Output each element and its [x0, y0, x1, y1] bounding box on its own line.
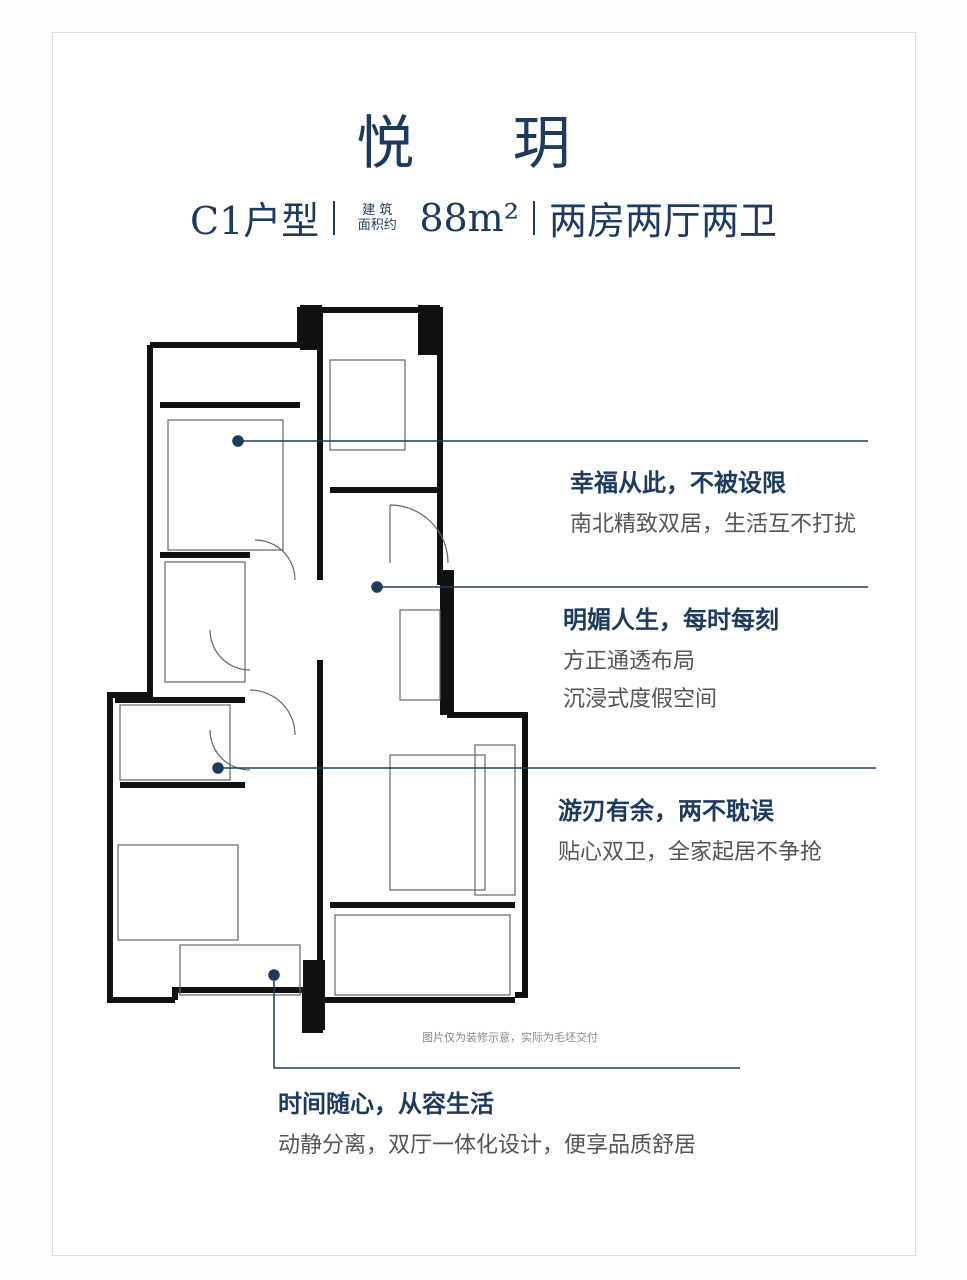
feature-3: 游刃有余，两不耽误 贴心双卫，全家起居不争抢	[558, 791, 822, 872]
feature-line: 沉浸式度假空间	[563, 687, 718, 712]
unit-summary: C1户型 建 筑面积约 88m² 两房两厅两卫	[0, 190, 967, 245]
feature-heading: 明媚人生，每时每刻	[563, 606, 779, 634]
furniture	[117, 359, 516, 996]
area-label-bottom: 面积约	[357, 217, 397, 233]
feature-line: 方正通透布局	[563, 649, 696, 674]
disclaimer: 图片仅为装修示意，实际为毛坯交付	[422, 1031, 598, 1044]
feature-line: 南北精致双居，生活互不打扰	[570, 512, 857, 537]
callout-line-4	[273, 975, 740, 1069]
feature-line: 贴心双卫，全家起居不争抢	[558, 840, 823, 865]
callout-dot-4	[268, 969, 280, 981]
callout-dot-3	[212, 762, 224, 774]
feature-heading: 游刃有余，两不耽误	[558, 797, 774, 825]
feature-4: 时间随心，从容生活 动静分离，双厅一体化设计，便享品质舒居	[278, 1084, 696, 1165]
room-layout: 两房两厅两卫	[548, 199, 777, 243]
area-label-top: 建 筑	[362, 202, 393, 218]
callout-dot-2	[371, 581, 383, 593]
page-frame	[52, 32, 916, 1256]
callout-dot-1	[232, 435, 244, 447]
page-title: 悦 玥	[356, 109, 611, 177]
area-value: 88m²	[419, 195, 519, 240]
feature-1: 幸福从此，不被设限 南北精致双居，生活互不打扰	[570, 463, 856, 544]
unit-type: C1户型	[190, 199, 320, 243]
feature-heading: 幸福从此，不被设限	[570, 469, 786, 497]
divider	[532, 200, 535, 235]
divider	[333, 200, 336, 235]
feature-heading: 时间随心，从容生活	[278, 1090, 494, 1118]
feature-2: 明媚人生，每时每刻 方正通透布局 沉浸式度假空间	[563, 600, 779, 719]
area-label: 建 筑面积约	[349, 203, 405, 233]
feature-line: 动静分离，双厅一体化设计，便享品质舒居	[278, 1133, 697, 1158]
